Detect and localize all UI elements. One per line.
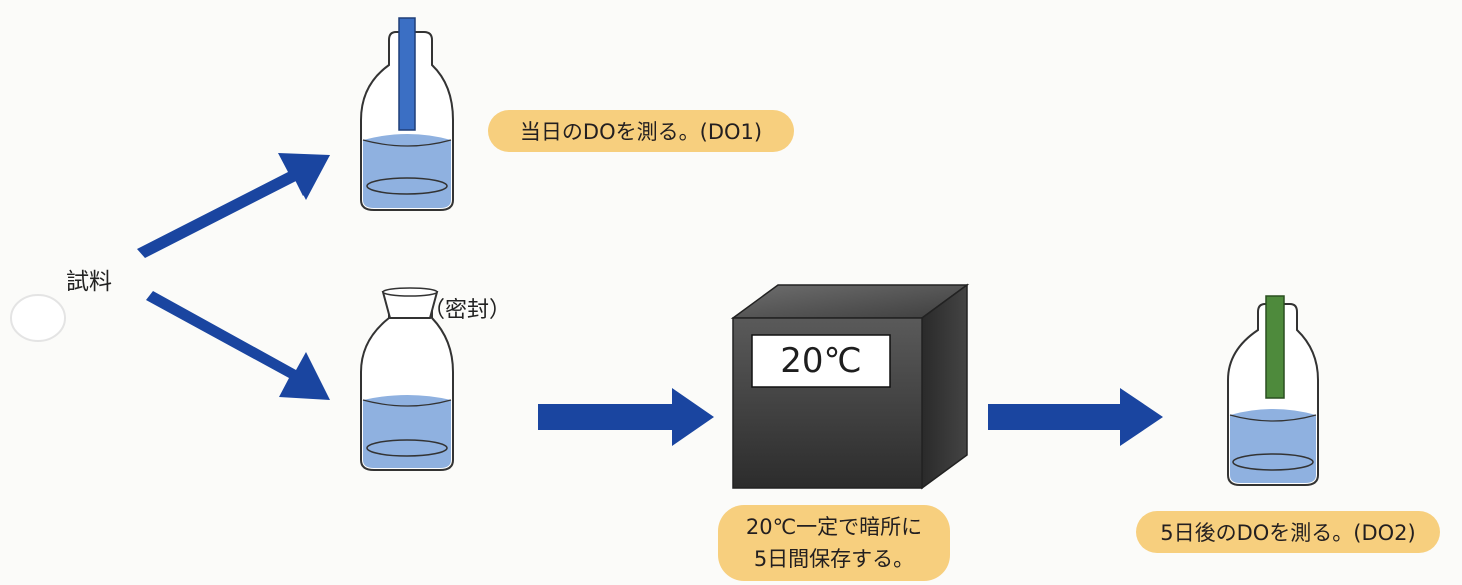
do-probe-green	[1265, 295, 1285, 399]
incubator	[730, 283, 970, 490]
callout-incubation-bg	[718, 505, 950, 581]
arrow-to-bottle-day5	[988, 388, 1163, 446]
sealed-label: （密封）	[423, 298, 512, 323]
sample-label: 試料	[66, 269, 112, 295]
incubator-temperature: 20℃	[780, 341, 862, 381]
callout-incubation-line1: 20℃一定で暗所に	[745, 515, 923, 539]
arrow-to-bottle-day0-shaft	[137, 153, 330, 258]
bottle-sealed	[360, 287, 454, 471]
arrow-to-incubator	[538, 388, 714, 446]
bottle-day5	[1227, 295, 1319, 486]
do-probe-blue	[398, 17, 416, 131]
callout-day0-text: 当日のDOを測る。(DO1)	[519, 120, 763, 144]
callout-incubation: 20℃一定で暗所に 5日間保存する。	[718, 505, 950, 581]
callout-day5: 5日後のDOを測る。(DO2)	[1136, 511, 1440, 553]
callout-day0-bg	[488, 110, 794, 152]
arrow-to-sealed-bottle	[146, 291, 330, 400]
bottle-day0	[360, 17, 454, 211]
sample-blob	[10, 294, 66, 342]
callout-day5-bg	[1136, 511, 1440, 553]
callout-day5-text: 5日後のDOを測る。(DO2)	[1160, 521, 1416, 545]
callout-incubation-line2: 5日間保存する。	[753, 547, 915, 571]
callout-day0: 当日のDOを測る。(DO1)	[488, 110, 794, 152]
temperature-display	[751, 334, 891, 388]
